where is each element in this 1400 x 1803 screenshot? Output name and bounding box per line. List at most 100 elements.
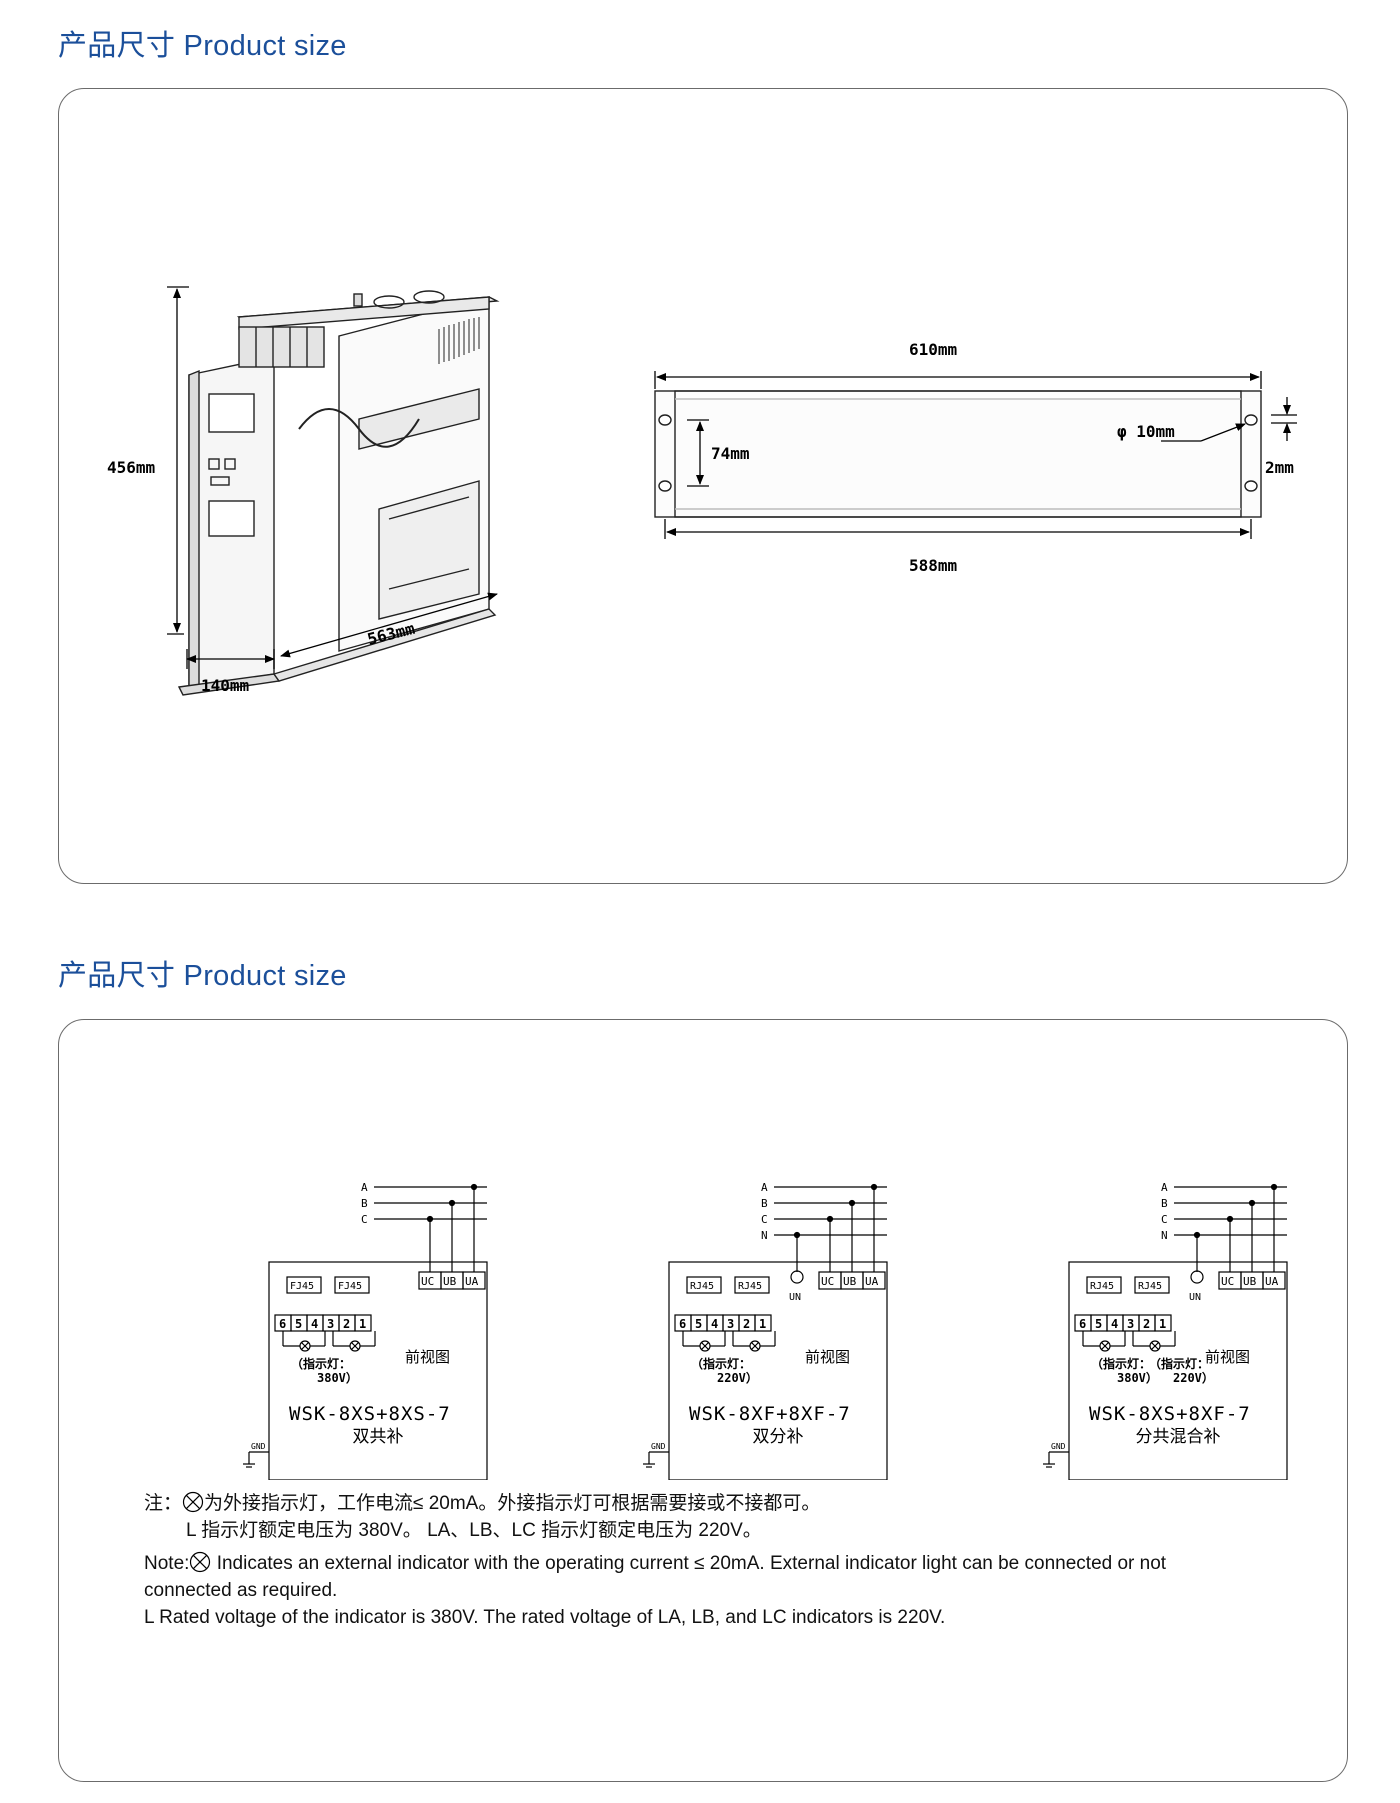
terminal-label: UC	[821, 1275, 834, 1288]
mode-label: 双共补	[353, 1427, 404, 1447]
pin-label: 4	[311, 1317, 318, 1331]
terminal-label: UB	[443, 1275, 457, 1288]
indicator-voltage: 380V）	[1117, 1370, 1158, 1385]
pin-label: 6	[279, 1317, 286, 1331]
cabinet-dimension-lines	[167, 286, 498, 669]
pin-label: 1	[759, 1317, 766, 1331]
neutral-terminal	[1190, 1270, 1204, 1284]
pin-label: 1	[359, 1317, 366, 1331]
pin-label: 2	[743, 1317, 750, 1331]
note-cn-line2: L 指示灯额定电压为 380V。 LA、LB、LC 指示灯额定电压为 220V。	[186, 1520, 762, 1541]
controller-box	[268, 1261, 488, 1480]
note-en-line2: connected as required.	[144, 1580, 338, 1601]
dimension-drawing: 456mm 563mm 140mm 610mm 588mm 74mm φ 10m…	[107, 286, 1297, 696]
junction-dot	[848, 1199, 856, 1207]
terminal-label: UA	[865, 1275, 879, 1288]
port-label: RJ45	[738, 1281, 762, 1292]
phase-label: A	[761, 1181, 768, 1194]
junction-dot	[426, 1215, 434, 1223]
pin-label: 4	[711, 1317, 718, 1331]
port-box	[334, 1276, 370, 1294]
junction-dot	[793, 1231, 801, 1239]
phase-label: N	[1161, 1229, 1168, 1242]
pin-label: 2	[343, 1317, 350, 1331]
port-box	[1134, 1276, 1170, 1294]
phase-label: B	[1161, 1197, 1168, 1210]
port-label: FJ45	[338, 1281, 362, 1292]
port-label: RJ45	[1138, 1281, 1162, 1292]
junction-dot	[826, 1215, 834, 1223]
pin-label: 3	[1127, 1317, 1134, 1331]
port-box	[734, 1276, 770, 1294]
dimension-panel: 456mm 563mm 140mm 610mm 588mm 74mm φ 10m…	[58, 88, 1348, 884]
pin-label: 1	[1159, 1317, 1166, 1331]
mode-label: 分共混合补	[1136, 1427, 1221, 1447]
width-dimension-label: 140mm	[201, 676, 250, 695]
mode-label: 双分补	[753, 1427, 804, 1447]
phase-label: A	[1161, 1181, 1168, 1194]
view-label: 前视图	[1205, 1348, 1250, 1366]
phase-label: C	[361, 1213, 368, 1226]
note-en-line1: Note: Indicates an external indicator wi…	[144, 1551, 1167, 1574]
junction-dot	[448, 1199, 456, 1207]
pin-label: 4	[1111, 1317, 1118, 1331]
terminal-label: UB	[1243, 1275, 1257, 1288]
pin-label: 6	[679, 1317, 686, 1331]
pin-label: 3	[327, 1317, 334, 1331]
lamp-cross	[1151, 1342, 1159, 1350]
indicator-voltage: 220V）	[717, 1370, 758, 1385]
section-title-2: 产品尺寸 Product size	[58, 960, 347, 992]
pin-label: 5	[695, 1317, 702, 1331]
controller-box	[1068, 1261, 1288, 1480]
phase-label: C	[1161, 1213, 1168, 1226]
indicator-voltage: 220V）	[1173, 1370, 1214, 1385]
phase-label: C	[761, 1213, 768, 1226]
terminal-label: UB	[843, 1275, 857, 1288]
terminal-label: UC	[421, 1275, 434, 1288]
phase-label: A	[361, 1181, 368, 1194]
mounting-dimension-lines	[654, 371, 1297, 539]
model-label: WSK-8XS+8XS-7	[289, 1403, 451, 1425]
phase-label: N	[761, 1229, 768, 1242]
port-box	[286, 1276, 322, 1294]
mounting-plate	[654, 390, 1262, 518]
hole-diameter-label: φ 10mm	[1117, 422, 1175, 441]
pin-label: 3	[727, 1317, 734, 1331]
cabinet-illustration	[177, 290, 500, 696]
indicator-note: （指示灯：	[1149, 1356, 1209, 1371]
phase-label: B	[761, 1197, 768, 1210]
neutral-label: UN	[789, 1292, 801, 1303]
pin-label: 5	[1095, 1317, 1102, 1331]
model-label: WSK-8XS+8XF-7	[1089, 1403, 1251, 1425]
port-label: FJ45	[290, 1281, 314, 1292]
view-label: 前视图	[405, 1348, 450, 1366]
notes-block: 注：为外接指示灯，工作电流≤ 20mA。外接指示灯可根据需要接或不接都可。 L …	[144, 1490, 1304, 1631]
port-label: RJ45	[1090, 1281, 1114, 1292]
note-cn-line1: 注：为外接指示灯，工作电流≤ 20mA。外接指示灯可根据需要接或不接都可。	[144, 1491, 821, 1514]
pin-box	[354, 1314, 372, 1332]
neutral-terminal	[790, 1270, 804, 1284]
indicator-lamp-icon	[182, 1491, 204, 1513]
indicator-voltage: 380V）	[317, 1370, 358, 1385]
port-label: RJ45	[690, 1281, 714, 1292]
port-box	[686, 1276, 722, 1294]
junction-dot	[1248, 1199, 1256, 1207]
lamp-cross	[301, 1342, 309, 1350]
gnd-label: GND	[651, 1442, 666, 1451]
height-dimension-label: 456mm	[107, 458, 156, 477]
indicator-note: （指示灯：	[291, 1356, 351, 1371]
pin-label: 5	[295, 1317, 302, 1331]
lamp-cross	[751, 1342, 759, 1350]
junction-dot	[1226, 1215, 1234, 1223]
junction-dot	[870, 1183, 878, 1191]
pin-label: 6	[1079, 1317, 1086, 1331]
pin-label: 2	[1143, 1317, 1150, 1331]
controller-box	[668, 1261, 888, 1480]
gnd-label: GND	[1051, 1442, 1066, 1451]
length-dimension-label: 610mm	[909, 340, 958, 359]
note-en-line3: L Rated voltage of the indicator is 380V…	[144, 1607, 946, 1628]
